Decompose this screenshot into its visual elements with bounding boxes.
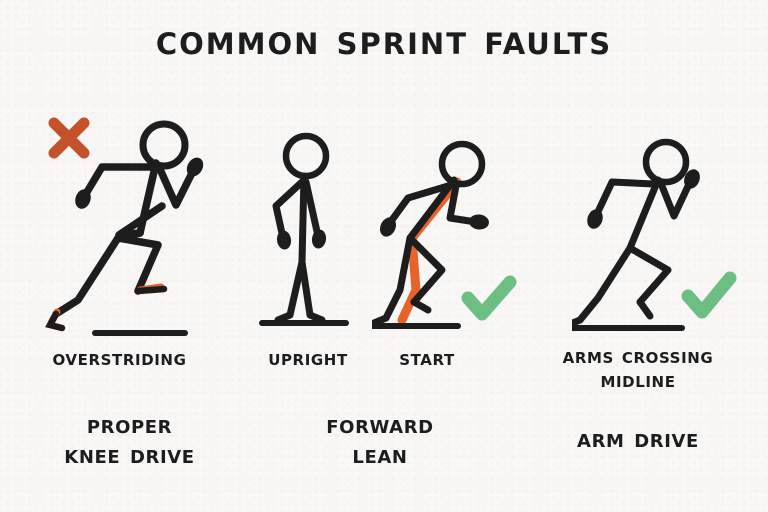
stick-figure-forward-lean-icon — [372, 140, 517, 329]
fist-shapes — [379, 214, 489, 237]
feet-shapes — [572, 298, 654, 328]
stick-figure-overstriding-icon — [45, 120, 204, 336]
stick-figure-arm-drive-icon — [572, 138, 737, 331]
fault-label-upright: Upright — [268, 346, 348, 370]
page-title: Common Sprint Faults — [155, 16, 613, 64]
fix-label-forward-lean: Forward Lean — [270, 410, 490, 470]
fix-label-line1: Proper — [86, 410, 173, 440]
figure-panel-upright — [248, 130, 368, 340]
fix-label-line1: Arm Drive — [577, 424, 699, 454]
fist-shapes — [587, 169, 700, 229]
feet-shapes — [274, 311, 326, 324]
fist-shapes — [276, 229, 327, 250]
fix-label-proper-knee-drive: Proper Knee Drive — [22, 410, 237, 470]
fault-label-line2: Midline — [600, 367, 676, 392]
figure-panel-forward-lean — [372, 130, 532, 340]
fist-shapes — [75, 157, 204, 209]
fix-label-line2: Lean — [352, 440, 408, 471]
fault-label-start: Start — [399, 346, 455, 370]
fix-label-line2: Knee Drive — [64, 440, 195, 471]
fault-label-arms-crossing-midline: Arms Crossing Midline — [518, 344, 758, 392]
stick-figure-upright-icon — [259, 132, 349, 326]
fix-label-arm-drive: Arm Drive — [520, 424, 756, 454]
figure-panel-arm-drive — [572, 130, 744, 340]
fault-label-overstriding: Overstriding — [52, 346, 187, 370]
fix-label-line1: Forward — [326, 410, 434, 440]
figure-panel-overstriding — [20, 105, 235, 340]
fault-label-line1: Arms Crossing — [562, 344, 714, 368]
feet-shapes — [372, 298, 432, 327]
check-mark-icon — [461, 275, 517, 321]
x-mark-icon — [48, 117, 90, 159]
check-mark-icon — [681, 271, 737, 319]
